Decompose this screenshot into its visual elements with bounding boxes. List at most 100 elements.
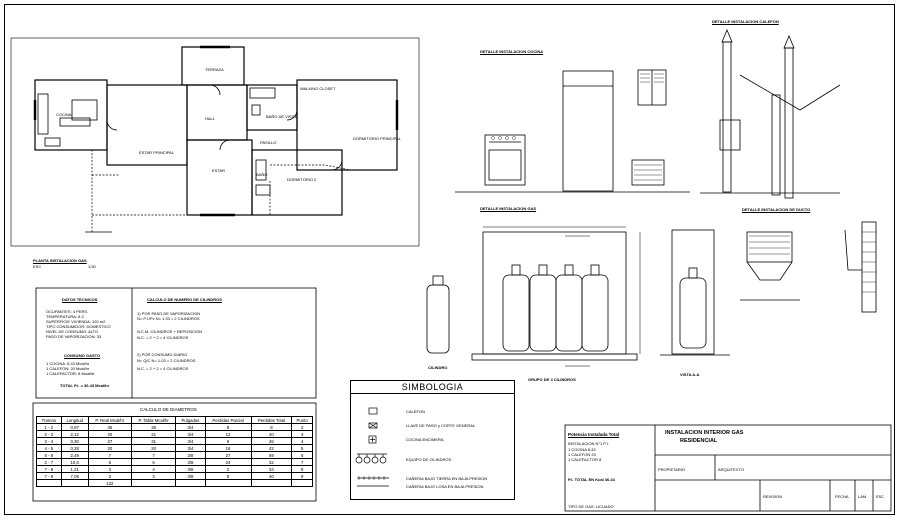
table-cell: 24 bbox=[204, 458, 252, 466]
table-cell: 36 bbox=[130, 423, 177, 431]
table-cell: 2 - 7 bbox=[36, 458, 62, 466]
plan-title: PLANTA INSTALACION GAS bbox=[33, 258, 87, 263]
table-cell bbox=[250, 479, 293, 487]
table-cell: 6 bbox=[130, 458, 177, 466]
table-cell: 7 - 9 bbox=[36, 472, 62, 480]
table-cell: 4 bbox=[130, 465, 177, 473]
tech-total: TOTAL P.I. = 36.43 Mcal/hr bbox=[60, 383, 110, 388]
table-cell: 3/4 bbox=[175, 423, 206, 431]
table-cell: 3/8 bbox=[175, 458, 206, 466]
col-pulgadas: Pulgadas bbox=[175, 416, 206, 424]
symbology-symbols bbox=[355, 407, 389, 487]
propietario-label: PROPIETARIO bbox=[658, 467, 686, 472]
table-cell: 0,30 bbox=[60, 437, 89, 445]
table-cell: 132 bbox=[87, 479, 132, 487]
table-cell: 4 - 5 bbox=[36, 444, 62, 452]
tech-line: NIVEL DE CONSUMO: ALTO bbox=[46, 329, 99, 334]
calc-line: N.C.M. CILINDROS + REPOSICION bbox=[137, 329, 203, 334]
room-dormitorio-principal: DORMITORIO PRINCIPAL bbox=[353, 136, 401, 141]
table-cell bbox=[291, 479, 313, 487]
table-cell bbox=[130, 479, 177, 487]
table-cell: 3 bbox=[87, 465, 132, 473]
table-cell: 3/4 bbox=[175, 430, 206, 438]
table-cell: 7 bbox=[130, 451, 177, 459]
table-cell: 6 bbox=[87, 458, 132, 466]
table-cell: 20 bbox=[130, 444, 177, 452]
table-cell: 6 bbox=[291, 451, 313, 459]
table-cell: 3/8 bbox=[175, 465, 206, 473]
table-cell: 7 - 8 bbox=[36, 465, 62, 473]
room-dormitorio-2: DORMITORIO 2 bbox=[287, 177, 317, 182]
tech-line: PASO DE VAPORIZACION: 33 bbox=[46, 334, 102, 339]
col-punto: Punto bbox=[291, 416, 313, 424]
table-cell: 36 bbox=[87, 423, 132, 431]
symbol-bajo-tierra-label: CAÑERIA BAJO TIERRA EN BAJA PRESION bbox=[406, 476, 488, 481]
fecha-label: FECHA bbox=[835, 494, 849, 499]
table-cell bbox=[60, 479, 89, 487]
col-tramos: Tramos bbox=[36, 416, 62, 424]
table-cell bbox=[204, 479, 252, 487]
table-cell: 7,05 bbox=[60, 472, 89, 480]
table-header-row: Tramos Longitud P. Real Mcal/hr P. Tabla… bbox=[36, 416, 313, 424]
table-cell: 3/4 bbox=[175, 437, 206, 445]
col-p-tabla: P. Tabla Mcal/hr bbox=[130, 416, 177, 424]
potencia-line: 1 COCINA 8.43 bbox=[568, 447, 596, 452]
table-cell: 2 bbox=[291, 423, 313, 431]
calc-line: N.C. = 2 + 2 = 4 CILINDROS bbox=[137, 335, 189, 340]
room-bano: BAÑO bbox=[256, 172, 268, 177]
tech-line: SUPERFICIE VIVIENDA: 120 m2 bbox=[46, 319, 106, 324]
table-cell: 5 bbox=[291, 444, 313, 452]
room-terraza: TERRAZA bbox=[205, 67, 224, 72]
table-cell: 3 bbox=[291, 430, 313, 438]
table-cell: 8 bbox=[250, 423, 293, 431]
table-cell: 20 bbox=[87, 430, 132, 438]
tech-title: DATOS TECNICOS bbox=[62, 297, 98, 302]
table-cell: 32 bbox=[250, 458, 293, 466]
revision-label: REVISION bbox=[763, 494, 783, 499]
room-estar-principal: ESTAR PRINCIPAL bbox=[139, 150, 174, 155]
potencia-line: 1 CALEFON 20 bbox=[568, 452, 596, 457]
table-cell: 3 - 4 bbox=[36, 437, 62, 445]
cocina-symbol-icon bbox=[368, 435, 377, 444]
room-bano-visita: BAÑO DE VISITA bbox=[266, 114, 298, 119]
drawing-sheet-border bbox=[4, 4, 895, 515]
table-cell: 9 bbox=[291, 472, 313, 480]
table-cell: 16 bbox=[204, 444, 252, 452]
calc-line: 2) POR CONSUMO DIARIO bbox=[137, 352, 188, 357]
col-longitud: Longitud bbox=[60, 416, 89, 424]
potencia-line: 1 CALEFACTOR 8 bbox=[568, 457, 602, 462]
room-estar: ESTAR bbox=[212, 168, 226, 173]
table-cell: 8 bbox=[204, 472, 252, 480]
symbol-cilindros-label: EQUIPO DE CILINDROS bbox=[406, 457, 452, 462]
symbol-bajo-losa-label: CAÑERIA BAJO LOSA EN BAJA PRESION bbox=[406, 484, 484, 489]
diam-table: Tramos Longitud P. Real Mcal/hr P. Tabla… bbox=[36, 416, 313, 487]
calc-line: N= P.I./Pv N= 1.33 = 2 CILINDROS bbox=[137, 316, 200, 321]
table-cell: 42 bbox=[250, 444, 293, 452]
table-cell: 2 - 3 bbox=[36, 430, 62, 438]
detail-cocina-title: DETALLE INSTALACION COCINA bbox=[480, 49, 544, 54]
calefon-symbol-icon bbox=[368, 407, 378, 415]
detail-vista-label: VISTA A-A bbox=[680, 372, 700, 377]
symbol-calefon-label: CALEFON bbox=[406, 409, 425, 414]
room-pasillo: PASILLO bbox=[260, 140, 277, 145]
table-cell: 69 bbox=[250, 451, 293, 459]
table-cell: 7 bbox=[87, 451, 132, 459]
table-cell: 0,97 bbox=[60, 423, 89, 431]
calc-title: CALCULO DE NUMERO DE CILINDROS bbox=[147, 297, 222, 302]
table-cell: 6 bbox=[204, 437, 252, 445]
table-cell: 34 bbox=[250, 465, 293, 473]
table-cell: 2 bbox=[204, 465, 252, 473]
consumo-line: 1 COCINA: 8.43 Mcal/hr bbox=[46, 361, 90, 366]
table-cell: 21 bbox=[130, 430, 177, 438]
col-p-real: P. Real Mcal/hr bbox=[87, 416, 132, 424]
tech-line: TIPO CONSUMIDOR: DOMESTICO bbox=[46, 324, 111, 329]
table-cell: 20 bbox=[250, 430, 293, 438]
symbol-cocina-label: COCINA ENCIMERA bbox=[406, 437, 444, 442]
potencia-total: P.I. TOTAL EN Kcal 36.43 bbox=[568, 477, 615, 482]
consumo-title: CONSUMO GASTO bbox=[64, 353, 101, 358]
